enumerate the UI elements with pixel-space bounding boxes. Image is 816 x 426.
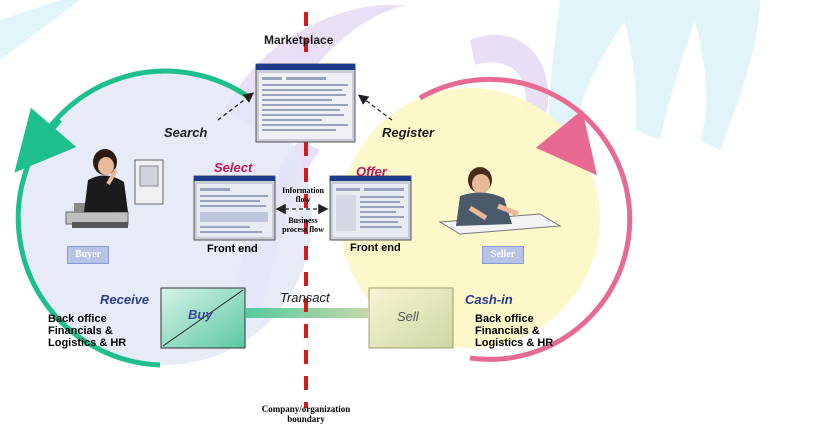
- boundary-label-line: Company/organization: [261, 404, 351, 414]
- marketplace-screen: [255, 63, 356, 143]
- buyer-person-illustration: [65, 149, 164, 228]
- register-label: Register: [382, 125, 435, 140]
- right-backoffice-block: Back office Financials & Logistics & HR: [475, 313, 553, 349]
- seller-front-end-label: Front end: [350, 242, 401, 254]
- search-arrow: [217, 92, 255, 121]
- seller-person-illustration: [438, 167, 562, 235]
- receive-label: Receive: [100, 292, 150, 307]
- seller-badge: Seller: [482, 246, 524, 264]
- right-backoffice-line: Financials &: [475, 325, 540, 337]
- sell-box: [368, 287, 454, 349]
- boundary-label-block: Company/organization boundary: [246, 404, 366, 424]
- transact-bar: [246, 308, 368, 318]
- buy-box: [160, 287, 246, 349]
- seller-cycle-arrow: [535, 109, 597, 176]
- buy-label: Buy: [188, 307, 213, 322]
- transact-label: Transact: [280, 290, 330, 305]
- right-backoffice-line: Back office: [475, 313, 534, 325]
- left-backoffice-line: Logistics & HR: [48, 337, 127, 349]
- buyer-cycle-arrow: [14, 107, 77, 173]
- cashin-label: Cash-in: [465, 292, 513, 307]
- business-process-flow-label: Business process flow: [282, 216, 324, 234]
- right-backoffice-line: Logistics & HR: [475, 337, 554, 349]
- select-label: Select: [214, 160, 253, 175]
- left-backoffice-line: Back office: [48, 313, 107, 325]
- buyer-front-end-label: Front end: [207, 243, 258, 255]
- marketplace-label: Marketplace: [264, 33, 334, 47]
- search-label: Search: [164, 125, 208, 140]
- boundary-label-line: boundary: [287, 414, 325, 424]
- seller-front-end-screen: [329, 175, 412, 241]
- information-flow-label: Information flow: [282, 186, 324, 204]
- sell-label: Sell: [397, 309, 419, 324]
- buyer-front-end-screen: [193, 175, 276, 241]
- seller-cycle-arc: [418, 76, 633, 362]
- offer-label: Offer: [356, 164, 387, 179]
- register-arrow: [357, 94, 393, 121]
- left-backoffice-line: Financials &: [48, 325, 113, 337]
- left-backoffice-block: Back office Financials & Logistics & HR: [48, 313, 126, 349]
- buyer-badge: Buyer: [67, 246, 109, 264]
